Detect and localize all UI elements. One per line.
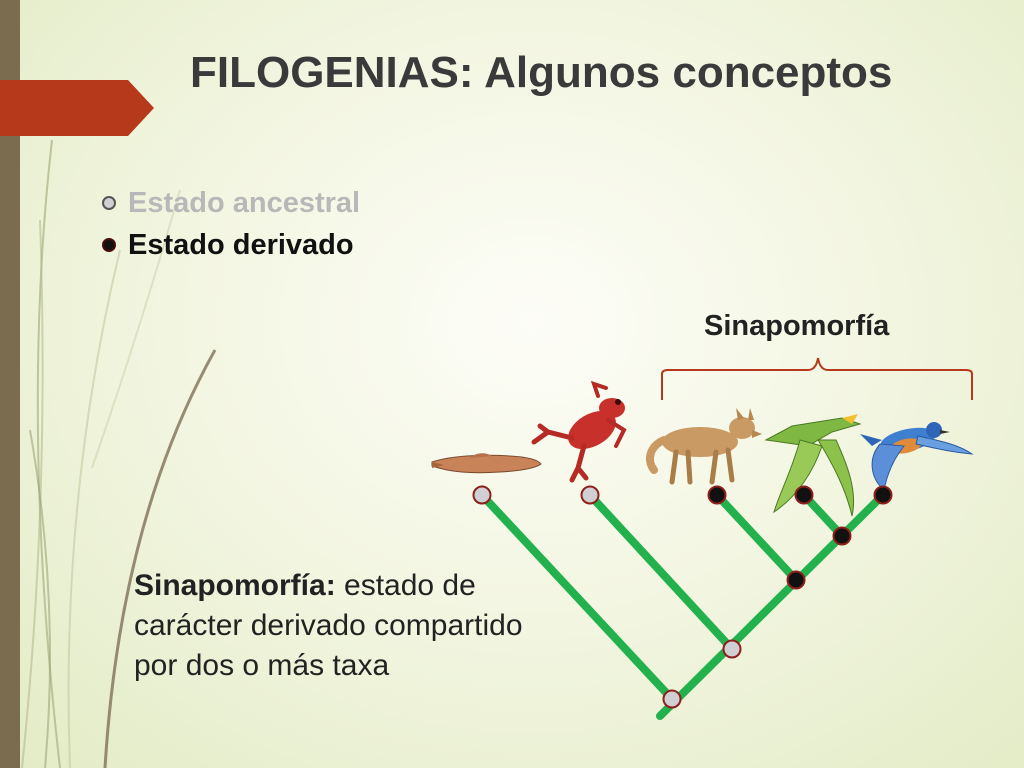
slide-title: FILOGENIAS: Algunos conceptos xyxy=(190,48,893,97)
ancestral-node xyxy=(662,689,682,709)
legend-item-derived: Estado derivado xyxy=(102,224,360,266)
ancestral-state-dot-icon xyxy=(102,196,116,210)
decorative-grass-lines xyxy=(21,139,217,768)
ancestral-node xyxy=(722,639,742,659)
definition-term: Sinapomorfía: xyxy=(134,569,336,602)
ancestral-node xyxy=(472,485,492,505)
pterosaur-icon xyxy=(764,414,862,517)
legend-item-ancestral: Estado ancestral xyxy=(102,182,360,224)
tree-nodes xyxy=(472,485,893,709)
legend-derived-label: Estado derivado xyxy=(128,228,354,261)
derived-node xyxy=(786,570,806,590)
bird-icon xyxy=(860,422,974,491)
title-arrow-tab xyxy=(0,80,154,136)
derived-node xyxy=(832,526,852,546)
derived-node xyxy=(873,485,893,505)
legend: Estado ancestral Estado derivado xyxy=(102,182,360,266)
ancestral-node xyxy=(580,485,600,505)
synapomorphy-definition: Sinapomorfía: estado de carácter derivad… xyxy=(134,566,554,686)
coyote-icon xyxy=(645,408,762,485)
synapomorphy-label: Sinapomorfía xyxy=(704,310,890,342)
legend-ancestral-label: Estado ancestral xyxy=(128,186,361,219)
derived-node xyxy=(794,485,814,505)
fish-icon xyxy=(431,453,542,474)
frog-icon xyxy=(531,380,627,483)
derived-state-dot-icon xyxy=(102,238,116,252)
left-accent-bar xyxy=(0,0,20,768)
definition-text: estado de carácter derivado compartido p… xyxy=(134,569,523,682)
synapomorphy-bracket xyxy=(661,357,973,400)
derived-node xyxy=(707,485,727,505)
